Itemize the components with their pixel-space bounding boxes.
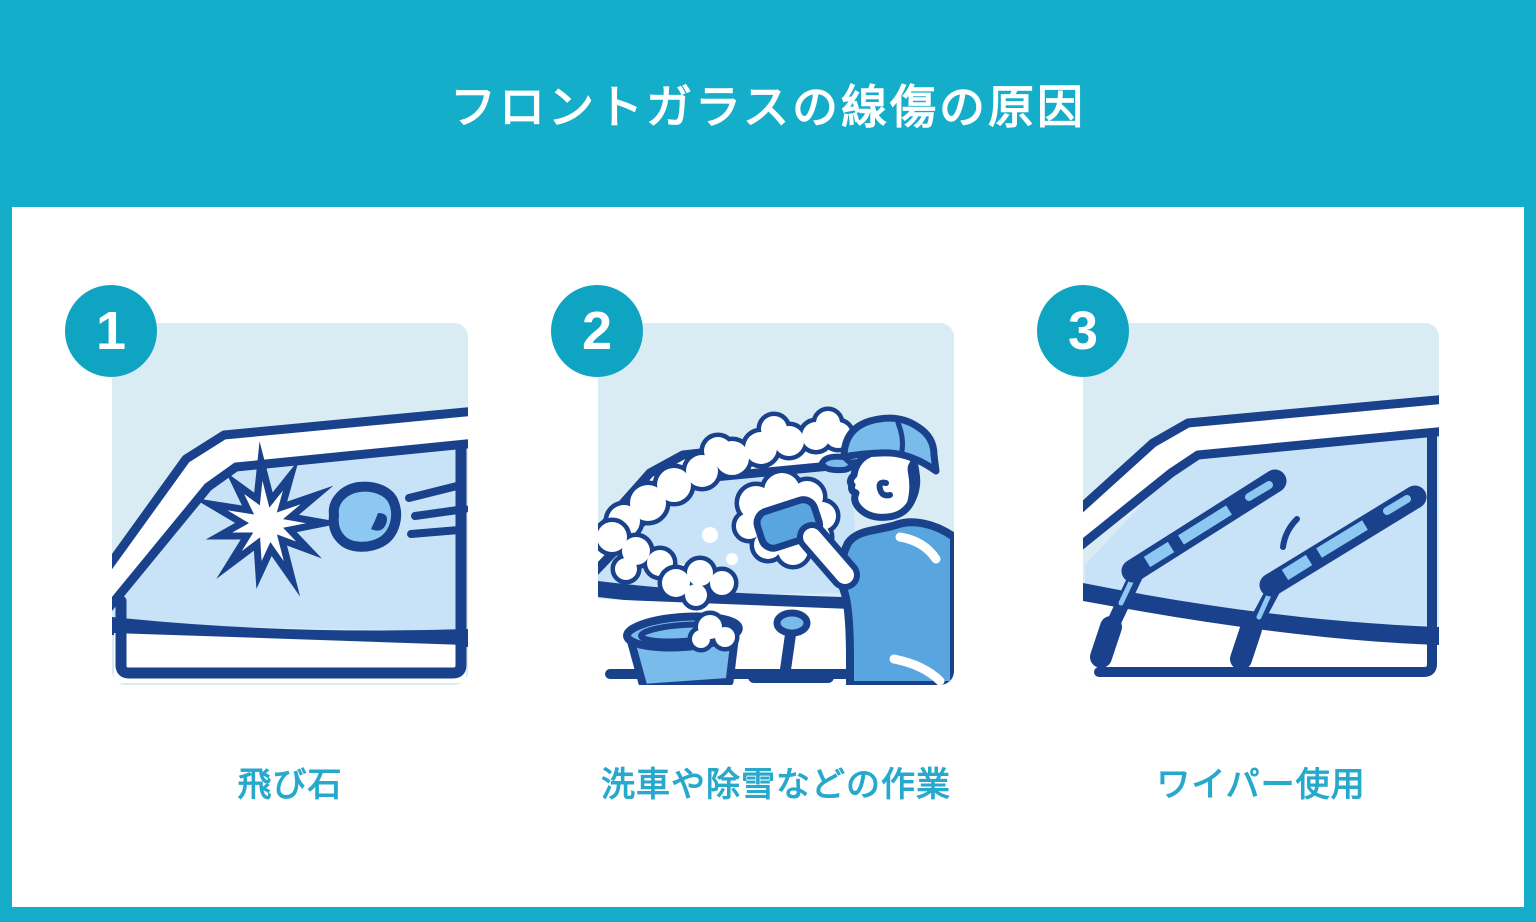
wipers-illustration [1083, 323, 1439, 685]
step-caption-2: 洗車や除雪などの作業 [601, 766, 951, 804]
step-number: 1 [95, 301, 127, 361]
illustration-panel-3 [1083, 323, 1439, 685]
stone-chip-illustration [112, 323, 468, 685]
step-badge-3: 3 [1037, 285, 1129, 377]
step-badge-1: 1 [65, 285, 157, 377]
car-wash-illustration [598, 323, 954, 685]
step-number: 3 [1067, 301, 1099, 361]
content-card: 1 飛び石 2 [12, 207, 1524, 907]
step-caption-3: ワイパー使用 [1156, 766, 1366, 804]
illustration-panel-2 [598, 323, 954, 685]
page-title: フロントガラスの線傷の原因 [449, 80, 1087, 133]
step-number: 2 [581, 301, 613, 361]
step-badge-2: 2 [551, 285, 643, 377]
illustration-panel-1 [112, 323, 468, 685]
step-caption-1: 飛び石 [237, 766, 343, 804]
